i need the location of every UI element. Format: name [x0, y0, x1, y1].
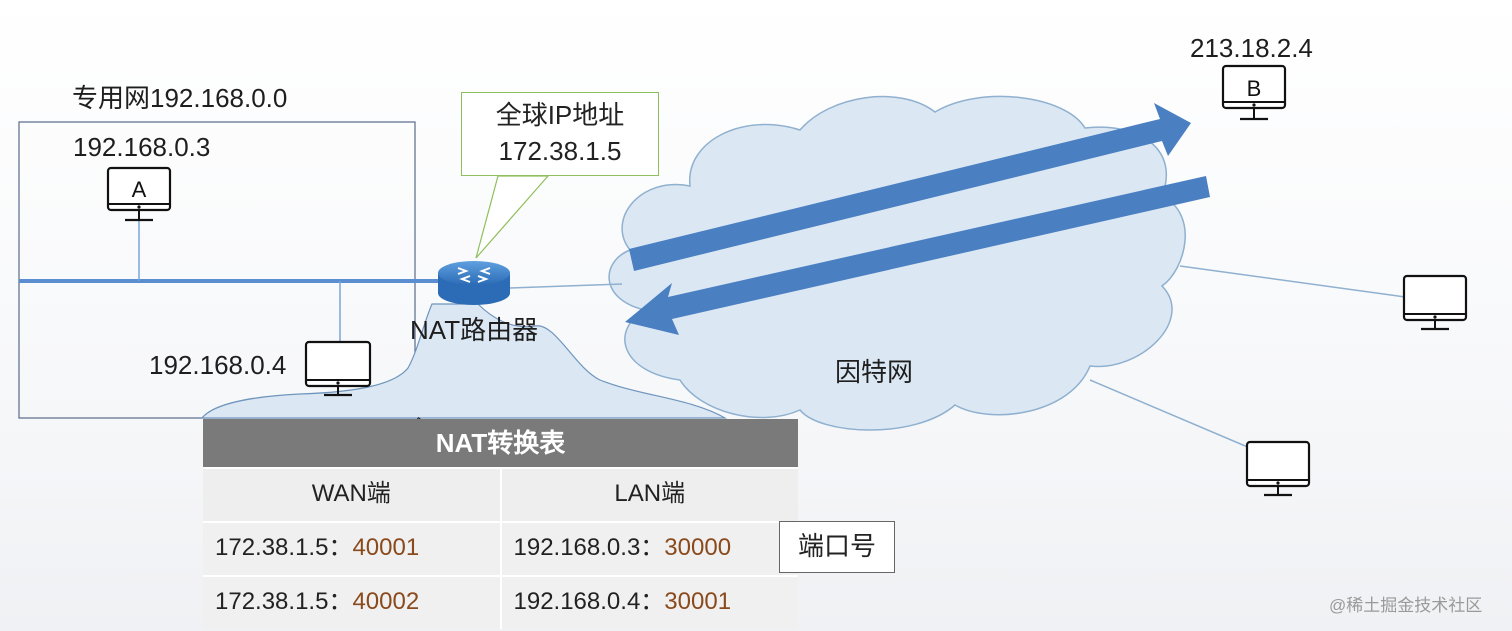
nat-table: NAT转换表 WAN端 LAN端 172.38.1.5：40001 192.16… [203, 419, 798, 629]
wan-header: WAN端 [203, 469, 500, 521]
internet-label: 因特网 [835, 357, 914, 387]
wan-port: 40001 [352, 534, 420, 561]
inbound-arrow [625, 176, 1210, 335]
global-ip-callout: 全球IP地址 172.38.1.5 [461, 92, 659, 176]
router-cloud-link [509, 283, 623, 289]
lan-header: LAN端 [499, 469, 798, 521]
monitor-icon-internet-host-bottom [1245, 440, 1311, 497]
cloud-host-right-link [1179, 265, 1406, 298]
watermark: @稀土掘金技术社区 [1329, 596, 1483, 615]
wan-cell: 172.38.1.5：40002 [203, 577, 500, 629]
private-network-label: 专用网192.168.0.0 [72, 83, 288, 113]
lan-cell: 192.168.0.3：30000 [499, 523, 798, 575]
host-b-ip: 213.18.2.4 [1190, 33, 1313, 63]
monitor-icon-host-b [1221, 64, 1287, 121]
outbound-arrow [629, 103, 1191, 271]
callout-ip: 172.38.1.5 [498, 136, 622, 166]
wan-ip: 172.38.1.5： [215, 588, 353, 615]
host-a-name: A [132, 177, 147, 202]
monitor-icon-host-a [106, 166, 172, 222]
wan-cell: 172.38.1.5：40001 [203, 523, 500, 575]
host-b-name: B [1247, 76, 1262, 101]
router-label: NAT路由器 [410, 315, 539, 345]
callout-title: 全球IP地址 [495, 100, 625, 130]
port-number-label: 端口号 [779, 521, 895, 573]
lan-cell: 192.168.0.4：30001 [499, 577, 798, 629]
lan-ip: 192.168.0.3： [513, 534, 665, 561]
wan-ip: 172.38.1.5： [215, 534, 353, 561]
nat-table-title: NAT转换表 [203, 419, 798, 467]
host-a-ip: 192.168.0.3 [73, 132, 211, 162]
monitor-icon-host-a2 [304, 340, 372, 397]
callout-pointer [475, 175, 550, 259]
lan-port: 30000 [664, 534, 732, 561]
nat-table-header-row: WAN端 LAN端 [203, 467, 798, 521]
lan-ip: 192.168.0.4： [513, 588, 665, 615]
host-a2-ip: 192.168.0.4 [149, 350, 287, 380]
monitor-icon-internet-host-right [1402, 274, 1468, 331]
table-row: 172.38.1.5：40001 192.168.0.3：30000 [203, 521, 798, 575]
cloud-host-bottom-link [1089, 379, 1251, 449]
lan-port: 30001 [664, 588, 732, 615]
wan-port: 40002 [352, 588, 420, 615]
router-icon [438, 261, 510, 305]
table-row: 172.38.1.5：40002 192.168.0.4：30001 [203, 575, 798, 629]
